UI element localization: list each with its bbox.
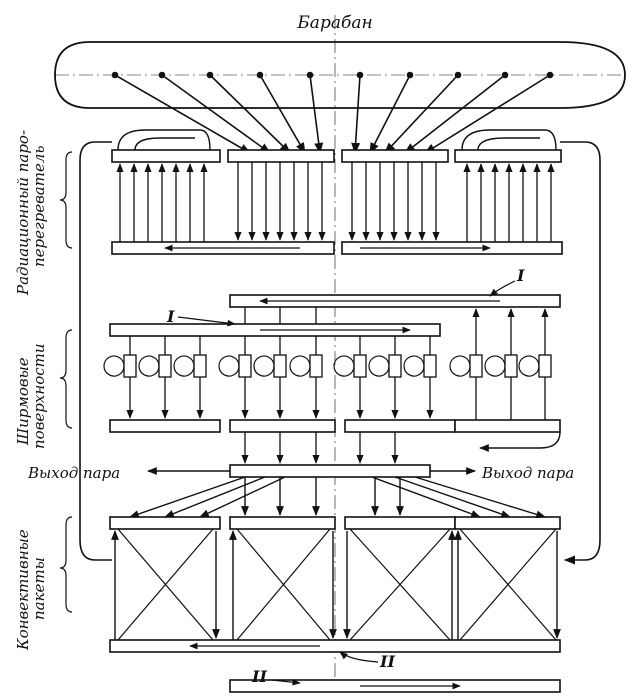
radiant-label-2: перегреватель (30, 145, 48, 267)
drum-label: Барабан (296, 13, 372, 33)
right-bypass-loop (560, 141, 601, 565)
convective-packs (109, 476, 561, 693)
left-bypass-loop (79, 141, 112, 561)
radiant-superheater (111, 129, 563, 255)
convective-label-2: пакеты (30, 557, 48, 620)
mark-II-mid: II (379, 652, 395, 671)
flow-markers (177, 280, 516, 686)
steam-out-left-label: Выход пара (27, 464, 120, 482)
drum (54, 41, 626, 109)
convective-label-1: Конвективные (14, 529, 32, 651)
screen-label-2: поверхности (30, 343, 48, 449)
mark-I-left: I (166, 307, 175, 326)
mark-II-bottom: II (251, 667, 267, 686)
screen-label-1: Ширмовые (14, 357, 32, 446)
steam-outlet (147, 432, 476, 478)
section-brackets (59, 151, 73, 613)
steam-out-right-label: Выход пара (481, 464, 574, 482)
radiant-label-1: Радиационный паро- (14, 130, 32, 296)
screen-surfaces (103, 294, 561, 452)
drum-riser-pipes (111, 71, 554, 155)
mark-I-top: I (516, 266, 525, 285)
